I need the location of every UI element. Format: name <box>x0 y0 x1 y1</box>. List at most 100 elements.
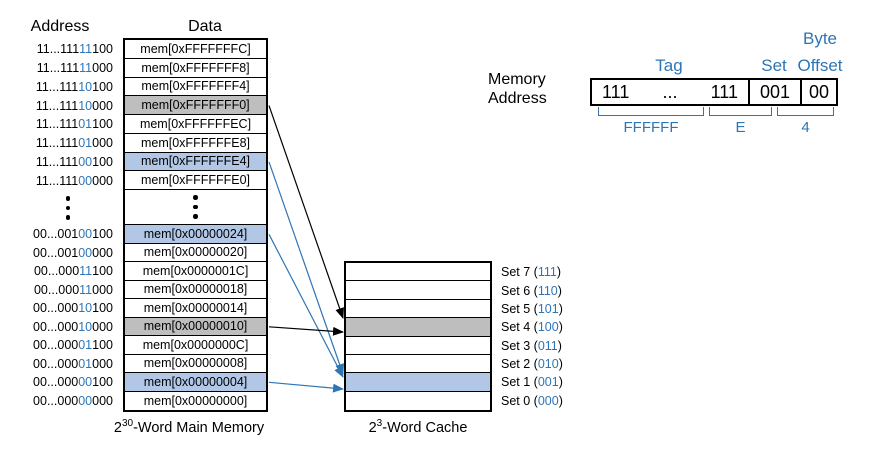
vertical-ellipsis <box>60 192 76 224</box>
set-name: Set 0 <box>501 393 531 408</box>
cache-set-row <box>346 263 490 282</box>
address-offset-bits: 000 <box>92 319 113 334</box>
cache-set-row <box>346 318 490 337</box>
set-bits: 011 <box>537 338 558 353</box>
address-offset-bits: 100 <box>92 264 113 279</box>
address-offset-bits: 000 <box>92 98 113 113</box>
cache-set-row <box>346 355 490 374</box>
address-offset-bits: 100 <box>92 42 113 57</box>
address-tag-bits: 00...000 <box>33 282 80 297</box>
memory-data-cell: mem[0xFFFFFFF0] <box>125 96 266 115</box>
address-tag-bits: 00...000 <box>33 319 79 334</box>
address-set-bits: 01 <box>78 117 93 132</box>
offset-field-value: 00 <box>800 80 836 104</box>
vertical-ellipsis <box>125 190 266 225</box>
set-bits: 010 <box>537 357 559 372</box>
cache-set-row <box>346 281 490 300</box>
address-tag-bits: 00...001 <box>33 245 79 260</box>
set-paren-open: ( <box>530 357 538 372</box>
set-paren-open: ( <box>530 265 538 280</box>
set-paren-close: ) <box>557 283 562 298</box>
set-label: Set 7 (111) <box>501 263 561 281</box>
address-tag-bits: 11...111 <box>35 173 79 188</box>
address-set-bits: 00 <box>78 227 93 242</box>
memory-data-cell: mem[0xFFFFFFF8] <box>125 59 266 78</box>
address-set-bits: 00 <box>78 173 93 188</box>
address-tag-bits: 00...001 <box>33 227 79 242</box>
address-offset-bits: 100 <box>92 338 113 353</box>
set-bits: 101 <box>537 301 559 316</box>
set-paren-close: ) <box>558 320 563 335</box>
hex-bracket-low <box>777 107 834 116</box>
memory-data-cell: mem[0xFFFFFFEC] <box>125 115 266 134</box>
address-tag-bits: 11...111 <box>36 61 80 76</box>
address-field-box: 111 ... 111 001 00 <box>590 78 838 106</box>
address-set-bits: 00 <box>78 245 93 260</box>
set-bits: 110 <box>537 283 558 298</box>
cache-set-row <box>346 337 490 355</box>
set-paren-open: ( <box>530 301 538 316</box>
memory-address-title-line2: Address <box>488 90 547 107</box>
set-paren-open: ( <box>530 283 538 298</box>
address-tag-bits: 00...000 <box>33 356 79 371</box>
set-paren-close: ) <box>558 393 563 408</box>
set-name: Set 2 <box>501 357 531 372</box>
set-label: Set 3 (011) <box>501 337 562 355</box>
set-paren-close: ) <box>558 301 563 316</box>
address-offset-bits: 100 <box>92 117 113 132</box>
offset-field-label: Offset <box>797 56 843 75</box>
memory-data-cell: mem[0x00000014] <box>125 299 266 318</box>
address-offset-bits: 000 <box>92 136 113 151</box>
caption-rest: -Word Main Memory <box>133 419 265 436</box>
address-offset-bits: 000 <box>92 356 113 371</box>
hex-label-low: 4 <box>801 119 810 136</box>
address-offset-bits: 100 <box>92 227 113 242</box>
address-offset-bits: 100 <box>92 301 113 316</box>
caption-exponent: 30 <box>121 418 134 429</box>
address-tag-bits: 00...000 <box>33 264 80 279</box>
set-label: Set 4 (100) <box>501 318 563 336</box>
set-field-value: 001 <box>748 80 800 104</box>
address-tag-bits: 11...111 <box>35 98 79 113</box>
set-paren-close: ) <box>558 357 563 372</box>
address-set-bits: 00 <box>78 154 93 169</box>
address-set-bits: 01 <box>78 338 93 353</box>
caption-exponent: 3 <box>376 418 383 429</box>
memory-data-cell: mem[0x00000024] <box>125 225 266 244</box>
address-tag-bits: 11...111 <box>35 154 79 169</box>
set-label: Set 1 (001) <box>501 373 563 391</box>
set-paren-open: ( <box>530 375 538 390</box>
caption-base: 2 <box>368 419 377 436</box>
address-offset-bits: 100 <box>92 154 113 169</box>
address-set-bits: 00 <box>78 375 93 390</box>
tag-bits-right: 111 <box>710 81 738 102</box>
memory-address-title: Memory Address <box>488 70 547 108</box>
set-bits: 001 <box>537 375 559 390</box>
address-offset-bits: 000 <box>92 282 113 297</box>
address-offset-bits: 000 <box>92 173 113 188</box>
set-name: Set 6 <box>501 283 531 298</box>
mapping-arrow <box>268 161 344 375</box>
byte-field-label: Byte <box>802 29 838 48</box>
hex-label-mid: E <box>735 119 746 136</box>
memory-data-cell: mem[0x00000000] <box>143 393 248 408</box>
tag-field-value: 111 ... 111 <box>592 80 748 104</box>
memory-data-cell: mem[0x00000008] <box>125 355 266 373</box>
hex-bracket-tag <box>598 107 704 116</box>
memory-data-cell: mem[0x00000018] <box>125 281 266 299</box>
